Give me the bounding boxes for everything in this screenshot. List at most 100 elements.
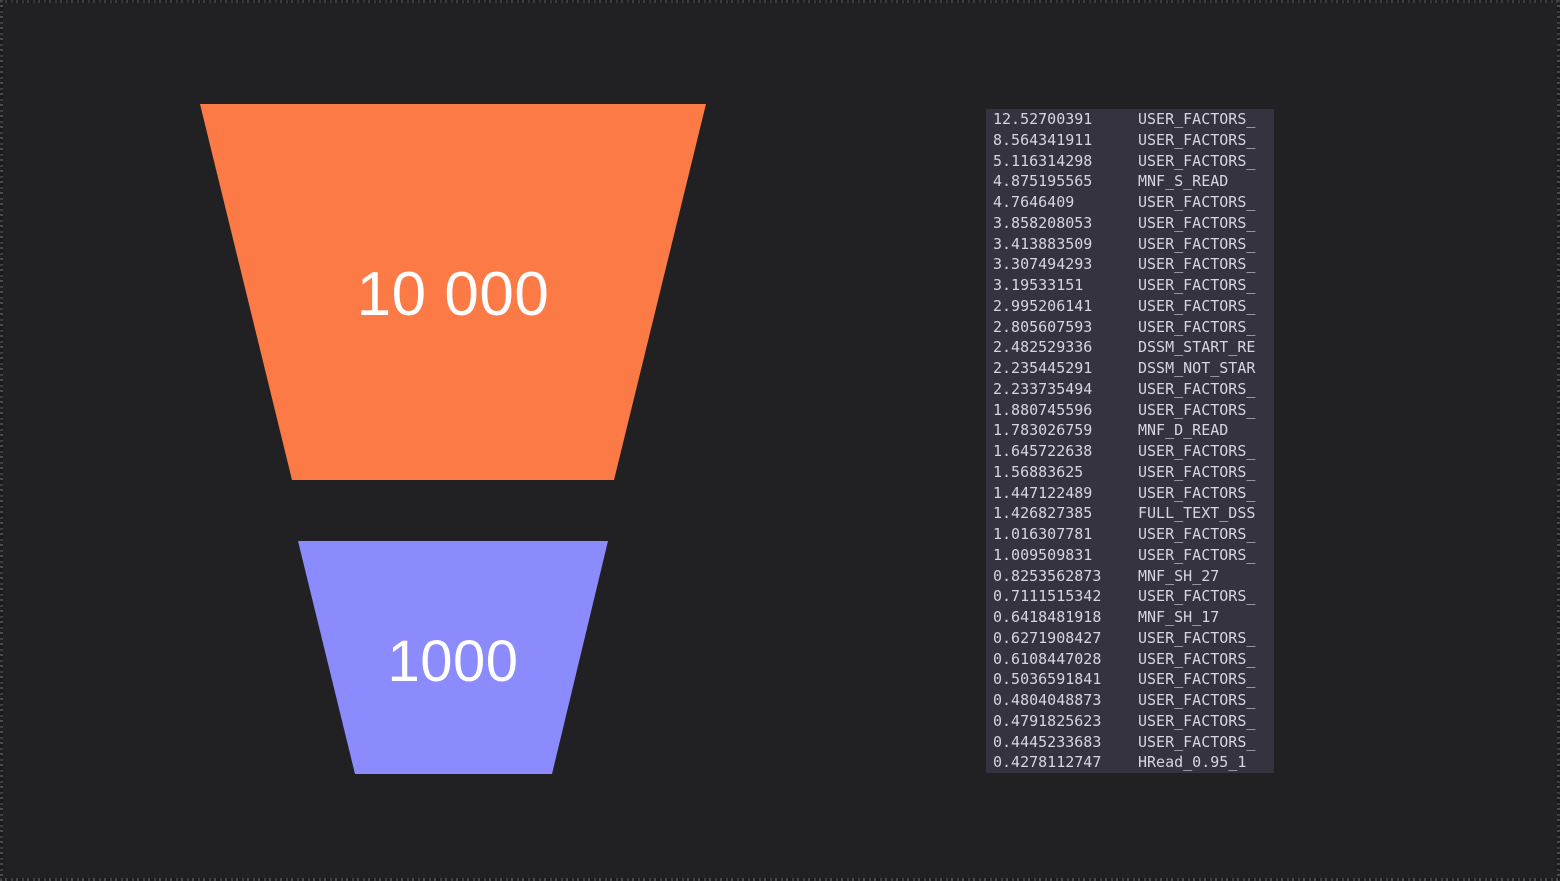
table-cell-name: USER_FACTORS_: [1138, 483, 1256, 502]
table-row[interactable]: 4.875195565 MNF_S_READ: [986, 171, 1274, 192]
table-cell-value: 1.880745596: [993, 400, 1093, 419]
table-cell-value: 1.783026759: [993, 421, 1093, 440]
table-row[interactable]: 0.6108447028 USER_FACTORS_: [986, 649, 1274, 670]
table-cell-value: 1.016307781: [993, 525, 1093, 543]
table-cell-name: USER_FACTORS_: [1138, 545, 1256, 564]
table-cell-value: 0.5036591841: [993, 670, 1102, 689]
table-cell-name: USER_FACTORS_: [1138, 379, 1256, 398]
table-cell-name: USER_FACTORS_: [1138, 462, 1256, 481]
table-cell-value: 2.482529336: [993, 338, 1093, 357]
table-cell-name: USER_FACTORS_: [1138, 317, 1256, 336]
table-row[interactable]: 1.783026759 MNF_D_READ: [986, 420, 1274, 441]
table-row[interactable]: 4.7646409 USER_FACTORS_: [986, 192, 1274, 213]
table-cell-name: MNF_SH_17: [1138, 608, 1220, 626]
table-row[interactable]: 2.235445291 DSSM_NOT_STAR: [986, 358, 1274, 379]
table-cell-name: USER_FACTORS_: [1138, 151, 1256, 170]
table-row[interactable]: 0.6271908427 USER_FACTORS_: [986, 628, 1274, 649]
table-cell-value: 1.009509831: [993, 545, 1093, 564]
table-cell-value: 0.4445233683: [993, 732, 1102, 751]
table-cell-value: 3.307494293: [993, 255, 1093, 274]
table-cell-value: 12.52700391: [993, 110, 1093, 128]
table-row[interactable]: 5.116314298 USER_FACTORS_: [986, 151, 1274, 172]
funnel-stage-1-shape: [200, 104, 706, 480]
table-row[interactable]: 1.009509831 USER_FACTORS_: [986, 545, 1274, 566]
table-cell-value: 5.116314298: [993, 151, 1093, 170]
table-cell-value: 0.4278112747: [993, 753, 1102, 772]
funnel-stage-2-shape: [298, 541, 608, 774]
table-row[interactable]: 2.995206141 USER_FACTORS_: [986, 296, 1274, 317]
table-row[interactable]: 3.307494293 USER_FACTORS_: [986, 254, 1274, 275]
table-cell-value: 0.4804048873: [993, 691, 1102, 709]
table-cell-name: USER_FACTORS_: [1138, 670, 1256, 689]
table-cell-name: USER_FACTORS_: [1138, 130, 1256, 149]
table-cell-name: MNF_SH_27: [1138, 566, 1220, 585]
table-cell-name: HRead_0.95_1: [1138, 753, 1247, 772]
table-cell-value: 1.426827385: [993, 504, 1093, 523]
table-cell-value: 0.6418481918: [993, 608, 1102, 626]
table-cell-value: 1.447122489: [993, 483, 1093, 502]
table-row[interactable]: 2.233735494 USER_FACTORS_: [986, 379, 1274, 400]
table-cell-name: USER_FACTORS_: [1138, 732, 1256, 751]
funnel-stage-2-label: 1000: [387, 629, 519, 694]
table-row[interactable]: 1.426827385 FULL_TEXT_DSS: [986, 503, 1274, 524]
table-cell-value: 0.8253562873: [993, 566, 1102, 585]
table-cell-value: 8.564341911: [993, 130, 1093, 149]
table-cell-name: USER_FACTORS_: [1138, 649, 1256, 668]
table-row[interactable]: 0.4445233683 USER_FACTORS_: [986, 732, 1274, 753]
table-cell-value: 0.6271908427: [993, 628, 1102, 647]
table-cell-value: 0.6108447028: [993, 649, 1102, 668]
table-cell-name: DSSM_START_RE: [1138, 338, 1256, 357]
table-cell-name: FULL_TEXT_DSS: [1138, 504, 1256, 523]
funnel-stage-1-label: 10 000: [356, 260, 550, 329]
table-cell-name: USER_FACTORS_: [1138, 587, 1256, 606]
table-cell-name: DSSM_NOT_STAR: [1138, 359, 1256, 377]
table-cell-value: 2.233735494: [993, 379, 1093, 398]
table-cell-name: USER_FACTORS_: [1138, 255, 1256, 274]
table-cell-name: USER_FACTORS_: [1138, 691, 1256, 709]
table-cell-name: MNF_D_READ: [1138, 421, 1229, 440]
table-cell-name: USER_FACTORS_: [1138, 234, 1256, 253]
table-cell-value: 3.19533151: [993, 276, 1084, 294]
table-cell-value: 4.875195565: [993, 172, 1093, 191]
table-row[interactable]: 0.5036591841 USER_FACTORS_: [986, 669, 1274, 690]
funnel-stage-1[interactable]: 10 000: [200, 104, 706, 480]
table-cell-value: 2.995206141: [993, 296, 1093, 315]
table-cell-name: USER_FACTORS_: [1138, 628, 1256, 647]
table-row[interactable]: 1.447122489 USER_FACTORS_: [986, 483, 1274, 504]
table-cell-value: 0.7111515342: [993, 587, 1102, 606]
table-row[interactable]: 3.858208053 USER_FACTORS_: [986, 213, 1274, 234]
table-row[interactable]: 1.880745596 USER_FACTORS_: [986, 400, 1274, 421]
table-cell-value: 2.235445291: [993, 359, 1093, 377]
table-row[interactable]: 0.4804048873 USER_FACTORS_: [986, 690, 1274, 711]
funnel-stage-2[interactable]: 1000: [298, 541, 608, 774]
table-row[interactable]: 0.7111515342 USER_FACTORS_: [986, 586, 1274, 607]
table-row[interactable]: 3.19533151 USER_FACTORS_: [986, 275, 1274, 296]
table-row[interactable]: 0.6418481918 MNF_SH_17: [986, 607, 1274, 628]
table-cell-name: USER_FACTORS_: [1138, 193, 1256, 211]
table-cell-name: USER_FACTORS_: [1138, 400, 1256, 419]
funnel-chart: 10 000 1000: [0, 0, 760, 881]
table-row[interactable]: 0.8253562873 MNF_SH_27: [986, 566, 1274, 587]
table-cell-name: USER_FACTORS_: [1138, 213, 1256, 232]
table-cell-name: USER_FACTORS_: [1138, 442, 1256, 460]
table-cell-value: 1.645722638: [993, 442, 1093, 460]
table-cell-name: USER_FACTORS_: [1138, 296, 1256, 315]
table-cell-value: 0.4791825623: [993, 711, 1102, 730]
table-cell-value: 3.413883509: [993, 234, 1093, 253]
table-cell-value: 4.7646409: [993, 193, 1075, 211]
table-row[interactable]: 1.645722638 USER_FACTORS_: [986, 441, 1274, 462]
table-row[interactable]: 2.482529336 DSSM_START_RE: [986, 337, 1274, 358]
table-row[interactable]: 3.413883509 USER_FACTORS_: [986, 234, 1274, 255]
table-row[interactable]: 8.564341911 USER_FACTORS_: [986, 130, 1274, 151]
table-cell-value: 3.858208053: [993, 213, 1093, 232]
table-cell-name: USER_FACTORS_: [1138, 276, 1256, 294]
table-cell-name: MNF_S_READ: [1138, 172, 1229, 191]
table-row[interactable]: 0.4278112747 HRead_0.95_1: [986, 752, 1274, 773]
